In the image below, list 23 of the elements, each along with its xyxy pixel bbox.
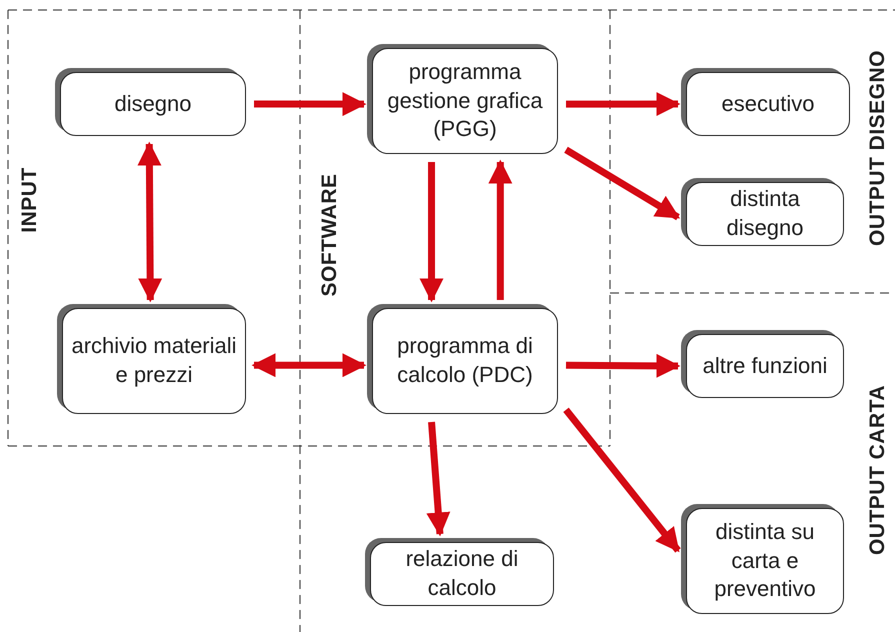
box-label: altre funzioni	[702, 352, 828, 380]
arrow	[563, 408, 681, 553]
arrow	[566, 92, 680, 116]
box-label: archivio materiali e prezzi	[70, 332, 238, 389]
box-label: esecutivo	[722, 90, 814, 118]
arrow	[564, 146, 680, 220]
arrow	[252, 353, 366, 378]
box-label: programma di calcolo (PDC)	[396, 332, 534, 389]
arrow	[137, 142, 162, 302]
arrow	[566, 354, 680, 378]
arrow	[420, 162, 444, 302]
box-label: distinta disegno	[725, 185, 805, 242]
box-label: relazione di calcolo	[404, 545, 520, 602]
box-label: programma gestione grafica (PGG)	[386, 58, 544, 144]
region-label: INPUT	[18, 167, 42, 233]
box-label: disegno	[114, 90, 192, 118]
region-label: OUTPUT DISEGNO	[866, 50, 890, 246]
arrow	[488, 160, 512, 300]
region-label: OUTPUT CARTA	[866, 384, 890, 556]
region-label: SOFTWARE	[318, 174, 342, 296]
arrow	[254, 92, 366, 116]
arrow	[426, 422, 450, 536]
box-label: distinta su carta e preventivo	[713, 518, 817, 604]
